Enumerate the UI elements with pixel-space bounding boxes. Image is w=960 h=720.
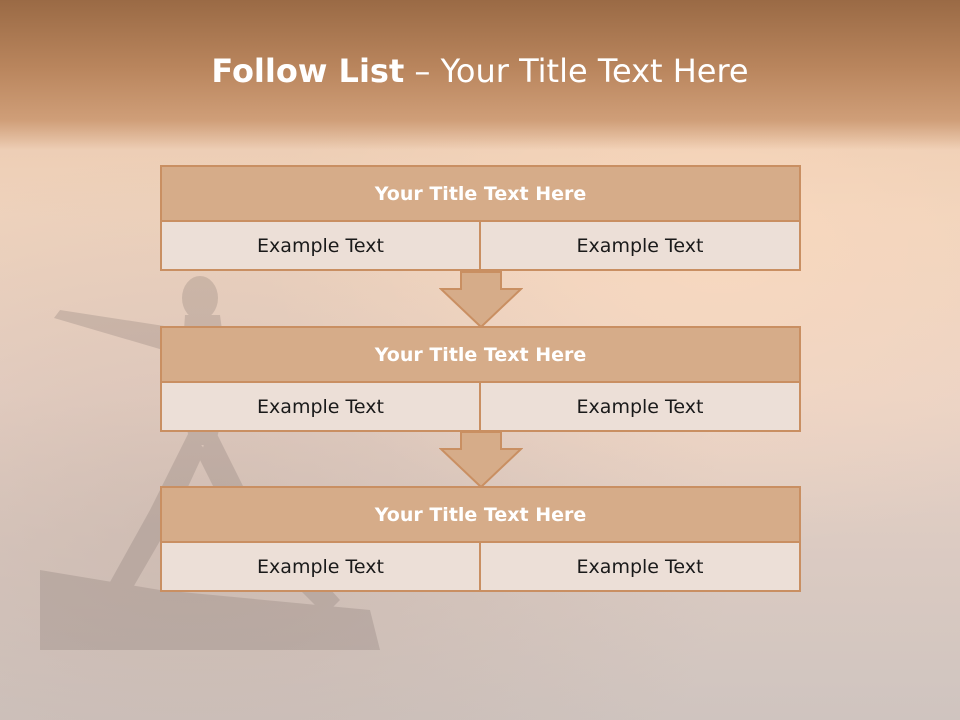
down-arrow-icon [439,431,523,489]
block-title[interactable]: Your Title Text Here [160,326,801,383]
block-cell-right[interactable]: Example Text [479,381,801,432]
title-strong: Follow List [211,52,405,90]
down-arrow-icon [439,271,523,329]
title-rest: – Your Title Text Here [414,52,749,90]
block-cell-left[interactable]: Example Text [160,381,481,432]
block-cell-right[interactable]: Example Text [479,220,801,271]
block-cell-left[interactable]: Example Text [160,220,481,271]
block-cell-right[interactable]: Example Text [479,541,801,592]
title-band [0,0,960,150]
block-title[interactable]: Your Title Text Here [160,486,801,543]
page-title: Follow List – Your Title Text Here [0,52,960,90]
block-title[interactable]: Your Title Text Here [160,165,801,222]
block-cell-left[interactable]: Example Text [160,541,481,592]
